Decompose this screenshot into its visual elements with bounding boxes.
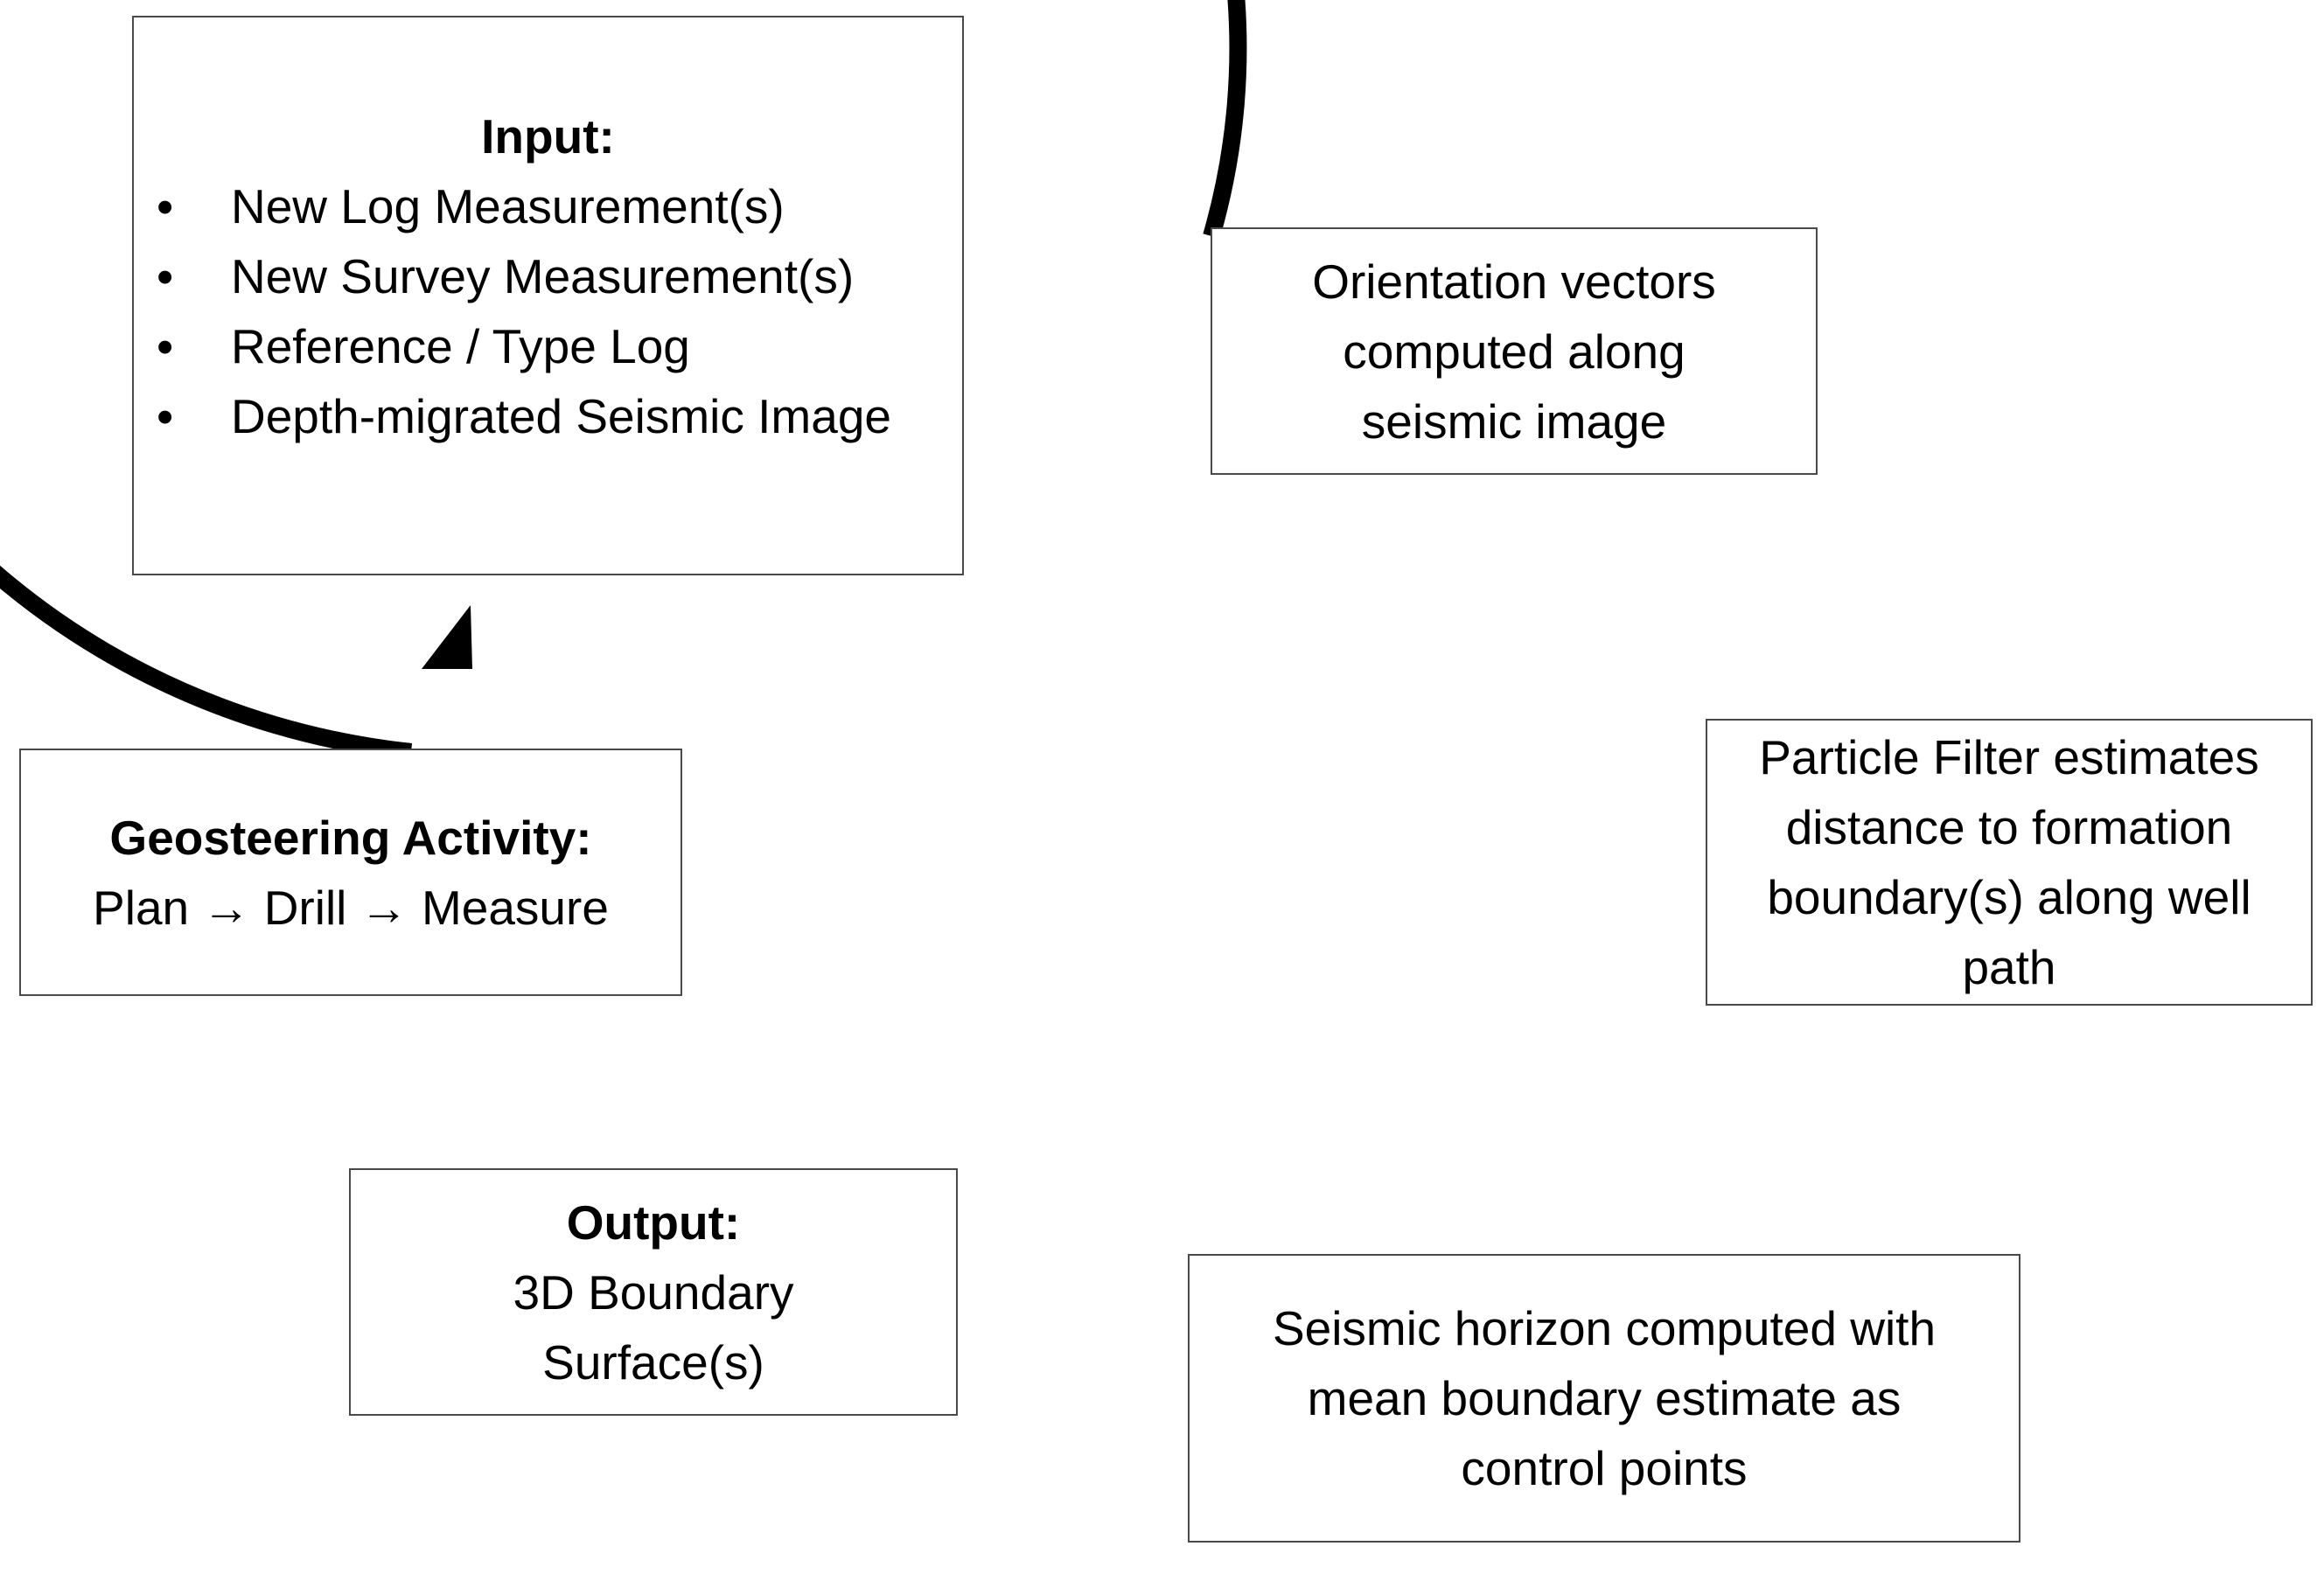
input-item-label: New Log Measurement(s) [231, 179, 785, 233]
orientation-line: Orientation vectors [1312, 254, 1716, 309]
horizon-line: Seismic horizon computed with [1272, 1301, 1937, 1355]
bullet-icon: • [157, 389, 174, 443]
input-list: • New Log Measurement(s) • New Survey Meas… [134, 171, 962, 451]
output-heading: Output: [566, 1195, 741, 1250]
output-line: Surface(s) [542, 1334, 764, 1390]
output-line: 3D Boundary [513, 1264, 794, 1320]
geosteering-box: Geosteering Activity: Plan → Drill → Mea… [19, 749, 682, 996]
input-list-item: • New Log Measurement(s) [134, 171, 962, 241]
input-item-label: Depth-migrated Seismic Image [231, 389, 892, 443]
input-list-item: • New Survey Measurement(s) [134, 241, 962, 311]
horizon-line: mean boundary estimate as [1307, 1371, 1902, 1425]
particle-line: path [1962, 940, 2056, 994]
orientation-line: seismic image [1361, 394, 1667, 449]
input-item-label: New Survey Measurement(s) [231, 249, 855, 303]
output-box: Output: 3D Boundary Surface(s) [349, 1168, 958, 1416]
input-heading: Input: [481, 109, 615, 164]
horizon-line: control points [1461, 1441, 1748, 1495]
particle-line: boundary(s) along well [1767, 870, 2251, 924]
bullet-icon: • [157, 319, 174, 373]
input-item-label: Reference / Type Log [231, 319, 690, 373]
seismic-horizon-box: Seismic horizon computed with mean bound… [1188, 1254, 2020, 1543]
input-box: Input: • New Log Measurement(s) • New Surv… [132, 16, 964, 575]
geosteering-flow: Plan → Drill → Measure [93, 880, 609, 935]
input-list-item: • Reference / Type Log [134, 311, 962, 381]
bullet-icon: • [157, 179, 174, 233]
bullet-icon: • [157, 249, 174, 303]
particle-line: distance to formation [1785, 800, 2233, 854]
particle-filter-box: Particle Filter estimates distance to fo… [1706, 719, 2313, 1006]
geosteering-heading: Geosteering Activity: [109, 810, 592, 865]
orientation-line: computed along [1343, 324, 1685, 379]
input-list-item: • Depth-migrated Seismic Image [134, 381, 962, 451]
particle-line: Particle Filter estimates [1759, 730, 2259, 784]
cycle-arrowhead [422, 605, 472, 669]
orientation-box: Orientation vectors computed along seism… [1211, 227, 1818, 475]
